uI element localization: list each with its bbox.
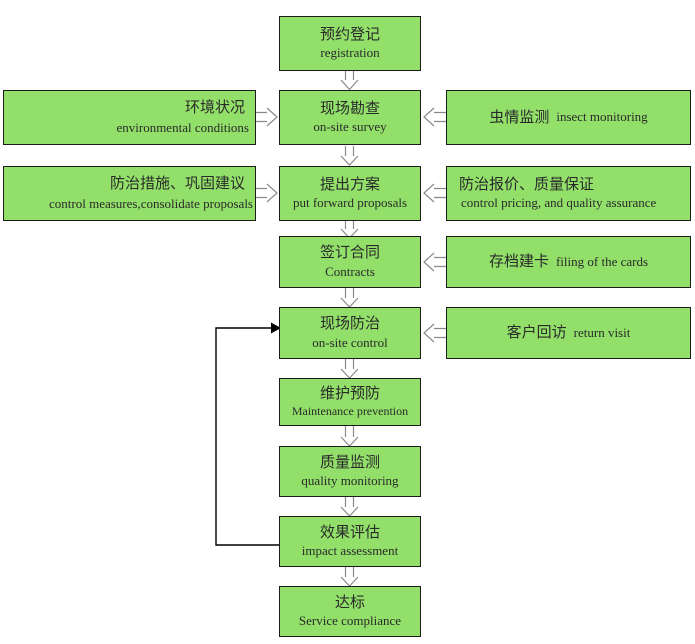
node-maintenance-prevention-en: Maintenance prevention [291,404,409,419]
node-on-site-control-en: on-site control [312,334,388,350]
node-contracts[interactable]: 签订合同 Contracts [279,236,421,288]
node-filing-of-the-cards[interactable]: 存档建卡 filing of the cards [446,236,691,288]
edge-contracts-to-control [340,288,359,308]
node-return-visit-en: return visit [573,324,631,340]
node-contracts-en: Contracts [325,263,375,279]
node-on-site-control-cn: 现场防治 [319,314,380,333]
node-contracts-cn: 签订合同 [319,243,380,262]
node-on-site-survey-cn: 现场勘查 [319,98,380,117]
node-control-pricing[interactable]: 防治报价、质量保证 control pricing, and quality a… [446,166,691,221]
node-control-measures-en: control measures,consolidate proposals [49,195,253,211]
node-environmental-conditions[interactable]: 环境状况 environmental conditions [3,90,256,145]
node-filing-of-the-cards-cn: 存档建卡 [488,252,549,271]
node-on-site-control[interactable]: 现场防治 on-site control [279,307,421,359]
node-service-compliance-cn: 达标 [334,592,365,611]
edge-filing-to-contracts [423,252,446,272]
node-service-compliance-en: Service compliance [298,613,402,629]
node-quality-monitoring-en: quality monitoring [301,473,399,489]
node-registration-en: registration [320,45,380,61]
edge-survey-to-proposals [340,146,359,166]
edge-maintenance-to-quality [340,426,359,447]
node-insect-monitoring-en: insect monitoring [556,109,648,125]
edge-env-to-survey [256,107,278,127]
node-on-site-survey[interactable]: 现场勘查 on-site survey [279,90,421,145]
node-service-compliance[interactable]: 达标 Service compliance [279,586,421,637]
edge-registration-to-survey [340,70,359,91]
node-control-pricing-cn: 防治报价、质量保证 [459,174,595,193]
node-environmental-conditions-cn: 环境状况 [184,98,245,117]
node-control-pricing-en: control pricing, and quality assurance [461,195,657,211]
node-registration[interactable]: 预约登记 registration [279,16,421,71]
edge-measures-to-proposals [256,183,278,203]
node-impact-assessment-cn: 效果评估 [319,522,380,541]
node-quality-monitoring[interactable]: 质量监测 quality monitoring [279,446,421,497]
node-put-forward-proposals-cn: 提出方案 [319,174,380,193]
edge-impact-feedback-to-control [215,322,281,546]
node-control-measures-cn: 防治措施、巩固建议 [109,174,245,193]
node-control-measures[interactable]: 防治措施、巩固建议 control measures,consolidate p… [3,166,256,221]
node-environmental-conditions-en: environmental conditions [116,119,249,135]
node-impact-assessment[interactable]: 效果评估 impact assessment [279,516,421,567]
node-maintenance-prevention-cn: 维护预防 [319,383,380,402]
node-maintenance-prevention[interactable]: 维护预防 Maintenance prevention [279,378,421,426]
node-impact-assessment-en: impact assessment [301,543,399,559]
edge-pricing-to-proposals [423,183,446,203]
node-insect-monitoring[interactable]: 虫情监测 insect monitoring [446,90,691,145]
edge-revisit-to-control [423,323,446,343]
edge-insect-to-survey [423,107,446,127]
edge-control-to-maintenance [340,359,359,379]
node-registration-cn: 预约登记 [319,24,380,43]
node-return-visit[interactable]: 客户回访 return visit [446,307,691,359]
node-put-forward-proposals[interactable]: 提出方案 put forward proposals [279,166,421,221]
node-on-site-survey-en: on-site survey [313,119,387,135]
node-return-visit-cn: 客户回访 [506,323,567,342]
node-insect-monitoring-cn: 虫情监测 [489,107,550,126]
node-quality-monitoring-cn: 质量监测 [319,452,380,471]
edge-impact-to-compliance [340,567,359,587]
node-filing-of-the-cards-en: filing of the cards [555,253,649,269]
edge-quality-to-impact [340,497,359,517]
node-put-forward-proposals-en: put forward proposals [292,195,408,211]
